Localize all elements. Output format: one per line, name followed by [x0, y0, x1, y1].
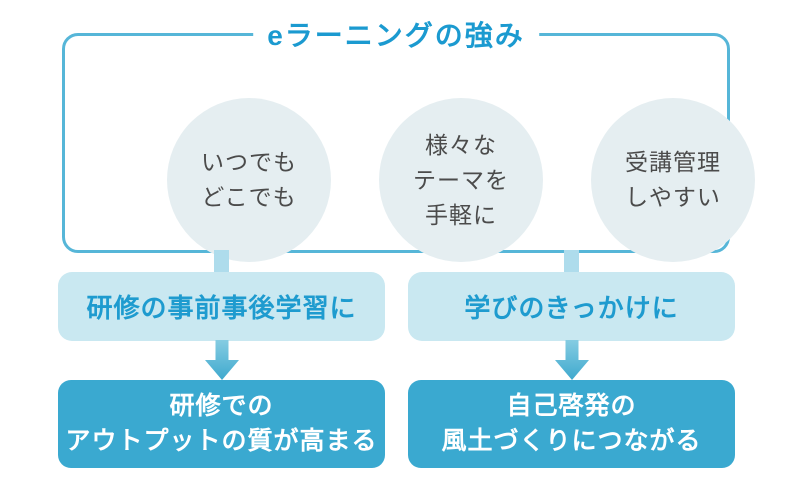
- outcome-line-1: 自己啓発の: [506, 392, 637, 420]
- strength-circle-label: 様々な テーマを 手軽に: [413, 131, 509, 228]
- outcome-line-2: 風土づくりにつながる: [441, 427, 702, 455]
- strength-circle-management: 受講管理 しやすい: [591, 98, 755, 262]
- strength-circle-label: いつでも どこでも: [201, 149, 297, 210]
- outcome-box-training-output: 研修での アウトプットの質が高まる: [58, 380, 385, 468]
- outcome-box-self-development: 自己啓発の 風土づくりにつながる: [408, 380, 735, 468]
- use-case-label: 研修の事前事後学習に: [86, 293, 357, 323]
- down-arrow-icon: [205, 340, 239, 380]
- strength-circle-label: 受講管理 しやすい: [625, 149, 721, 210]
- outcome-line-1: 研修での: [169, 392, 274, 420]
- connector-left: [214, 250, 229, 273]
- diagram-title: eラーニングの強み: [253, 14, 539, 54]
- connector-right: [564, 250, 579, 273]
- strength-circle-anytime: いつでも どこでも: [167, 98, 331, 262]
- strengths-frame: eラーニングの強み いつでも どこでも 様々な テーマを 手軽に 受講管理 しや…: [62, 14, 755, 262]
- use-case-label: 学びのきっかけに: [464, 293, 679, 323]
- down-arrow-icon: [555, 340, 589, 380]
- use-case-box-learning-trigger: 学びのきっかけに: [408, 272, 735, 341]
- use-case-box-training: 研修の事前事後学習に: [58, 272, 385, 341]
- outcome-line-2: アウトプットの質が高まる: [65, 427, 378, 455]
- strength-circle-themes: 様々な テーマを 手軽に: [379, 98, 543, 262]
